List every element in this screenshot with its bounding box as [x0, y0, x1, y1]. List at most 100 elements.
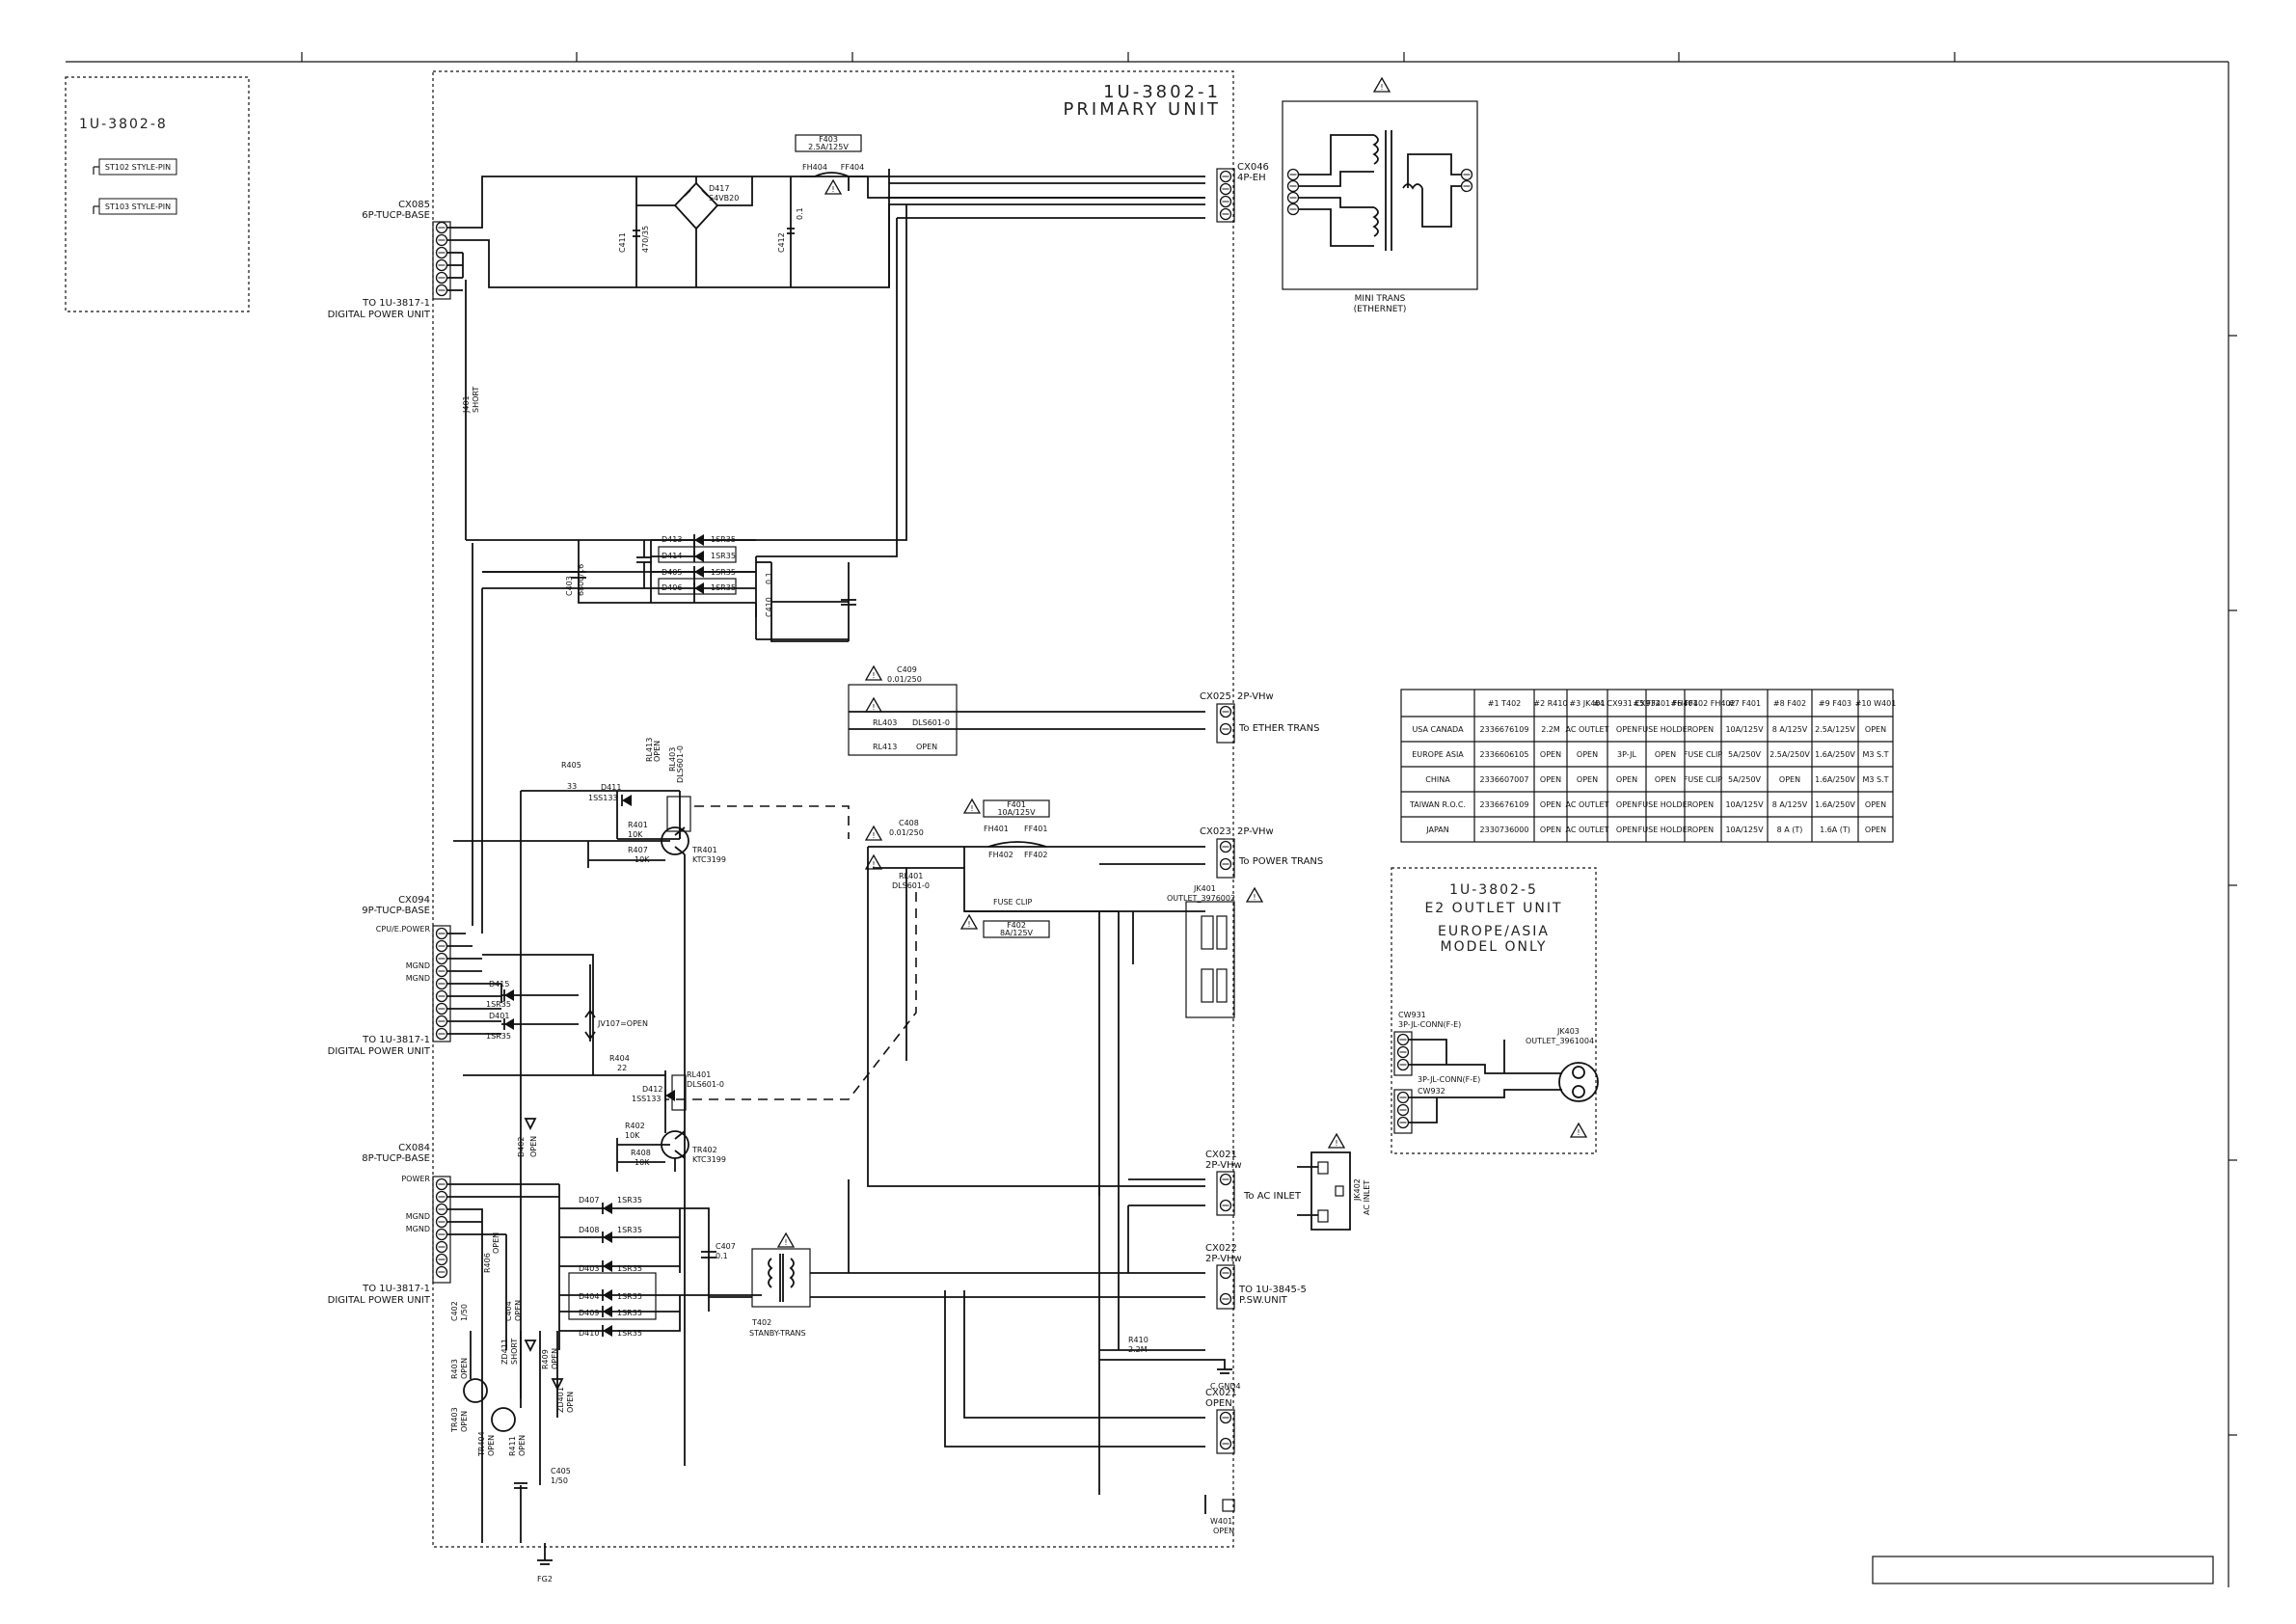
rl413-value: OPEN — [916, 743, 937, 751]
cw932-name: CW932 — [1418, 1087, 1445, 1096]
cx094-mgnd-1: MGND — [406, 961, 430, 970]
table-cell: AC OUTLET — [1566, 826, 1609, 834]
table-header-cell: #10 W401 — [1855, 699, 1897, 708]
table-cell: 1.6A (T) — [1820, 826, 1850, 834]
r409-value: OPEN — [551, 1348, 559, 1369]
table-cell: FUSE CLIP — [1684, 750, 1723, 759]
c410-value: 0.1 — [765, 572, 773, 584]
fuse-f403: F403 2.5A/125V FH404 FF404 — [795, 134, 864, 195]
connector-cx085: CX085 6P-TUCP-BASE TO 1U-3817-1 DIGITAL … — [328, 200, 451, 320]
table-cell: 8 A/125V — [1772, 725, 1808, 734]
table-border — [1400, 689, 1894, 843]
table-cell: OPEN — [1865, 800, 1886, 809]
d401-name: D401 — [489, 1012, 509, 1020]
f402-name: F402 — [1007, 921, 1026, 930]
r403-name: R403 — [450, 1359, 459, 1379]
jk401-value: OUTLET_3976002 — [1167, 894, 1235, 903]
bottom-left-transistors: C402 1/50 C404 OPEN ZD411 SHORT R409 OPE… — [450, 1300, 575, 1583]
rl403-value-v: DLS601-0 — [676, 745, 685, 783]
table-cell: AC OUTLET — [1566, 725, 1609, 734]
ac-wiring — [944, 911, 1206, 1514]
table-cell: 10A/125V — [1725, 826, 1764, 834]
j401-name: J401 — [462, 395, 471, 414]
mini-trans-ethernet: MINI TRANS (ETHERNET) — [1282, 77, 1478, 314]
jk401-name: JK401 — [1193, 884, 1216, 893]
t402-value: STANBY-TRANS — [749, 1329, 806, 1338]
title-block — [1872, 1556, 2214, 1584]
cx021o-type: OPEN — [1205, 1398, 1232, 1409]
table-cell: FUSE HOLDER — [1638, 800, 1693, 809]
unit-3802-8-title: 1U-3802-8 — [79, 117, 168, 132]
jk402-name: JK402 — [1353, 1178, 1362, 1202]
c405-name: C405 — [551, 1467, 571, 1475]
d405-value: 1SR35 — [711, 568, 736, 577]
table-cell: 5A/250V — [1728, 750, 1762, 759]
d404-value: 1SR35 — [617, 1292, 642, 1301]
d412-value: 1SS133 — [632, 1095, 662, 1103]
connector-cx022: CX022 2P-VHw TO 1U-3845-5 P.SW.UNIT — [1205, 1243, 1307, 1310]
d410-value: 1SR35 — [617, 1329, 642, 1338]
d412-name: D412 — [642, 1085, 662, 1094]
r402-name: R402 — [625, 1122, 645, 1130]
r408-value: 10K — [635, 1158, 650, 1167]
table-cell: OPEN — [1692, 725, 1714, 734]
cx023-dest: To POWER TRANS — [1238, 856, 1323, 867]
table-cell: USA CANADA — [1412, 725, 1464, 734]
unit-3802-8: 1U-3802-8 ST102 STYLE-PIN ST103 STYLE-PI… — [65, 76, 250, 312]
c404-value: OPEN — [514, 1300, 523, 1321]
d402-value: OPEN — [529, 1136, 538, 1157]
c409-value: 0.01/250 — [887, 675, 922, 684]
tr401-name: TR401 — [691, 846, 717, 854]
cx084-sig: POWER — [401, 1175, 430, 1183]
c405-value: 1/50 — [551, 1476, 568, 1485]
table-cell: M3 S.T — [1862, 775, 1888, 784]
ff401-label: FF401 — [1024, 825, 1047, 833]
table-cell: 1.6A/250V — [1815, 775, 1855, 784]
r403-value: OPEN — [460, 1358, 469, 1379]
cx094-to-1: TO 1U-3817-1 — [362, 1035, 430, 1045]
r407-name: R407 — [628, 846, 648, 854]
u5-title-1: 1U-3802-5 — [1449, 882, 1538, 898]
table-cell: 8 A (T) — [1777, 826, 1803, 834]
t402-name: T402 — [751, 1318, 771, 1327]
d414-value: 1SR35 — [711, 552, 736, 560]
d415-name: D415 — [489, 980, 509, 988]
mini-trans-label-1: MINI TRANS — [1355, 294, 1406, 304]
table-cell: JAPAN — [1425, 826, 1448, 834]
d411-value: 1SS133 — [588, 794, 618, 802]
cx023-type: 2P-VHw — [1237, 826, 1274, 837]
table-cell: OPEN — [1540, 800, 1561, 809]
c412-name: C412 — [777, 232, 786, 253]
standby-diodes: D407 1SR35 D408 1SR35 D403 1SR35 D404 1S… — [447, 1183, 762, 1543]
connector-cx084: CX084 8P-TUCP-BASE POWER MGND MGND TO 1U… — [328, 1143, 451, 1306]
r406-name: R406 — [483, 1253, 492, 1273]
cw932-type: 3P-JL-CONN(F-E) — [1418, 1075, 1480, 1084]
cx021-dest: To AC INLET — [1243, 1191, 1302, 1202]
cgnd4-label: C.GND4 — [1210, 1382, 1241, 1391]
cx094-to-2: DIGITAL POWER UNIT — [328, 1046, 431, 1057]
cx094-name: CX094 — [398, 895, 430, 906]
rl413-name: RL413 — [873, 743, 897, 751]
ff404-label: FF404 — [841, 163, 864, 172]
d403-value: 1SR35 — [617, 1264, 642, 1273]
d413-name: D413 — [662, 535, 682, 544]
c402-name: C402 — [450, 1301, 459, 1321]
connector-cx023: CX023 2P-VHw To POWER TRANS — [1099, 826, 1323, 879]
table-header-cell: #6 FF402 FH402 — [1670, 699, 1735, 708]
st102-label: ST102 STYLE-PIN — [105, 163, 171, 172]
table-cell: 1.6A/250V — [1815, 750, 1855, 759]
rl401-value-top: DLS601-0 — [892, 881, 930, 890]
r411-value: OPEN — [518, 1435, 527, 1456]
cx022-dest-2: P.SW.UNIT — [1239, 1295, 1288, 1306]
table-cell: OPEN — [1540, 750, 1561, 759]
connector-cx021-open: CX021 OPEN — [1205, 1388, 1237, 1454]
rl403-name-v: RL403 — [668, 747, 677, 771]
table-cell: OPEN — [1616, 775, 1637, 784]
fuse-clip-label: FUSE CLIP — [993, 898, 1033, 907]
table-cell: OPEN — [1616, 826, 1637, 834]
table-header-cell: #1 T402 — [1488, 699, 1522, 708]
jk402-value: AC INLET — [1363, 1180, 1371, 1215]
table-cell: FUSE HOLDER — [1638, 826, 1693, 834]
d408-name: D408 — [579, 1226, 599, 1234]
